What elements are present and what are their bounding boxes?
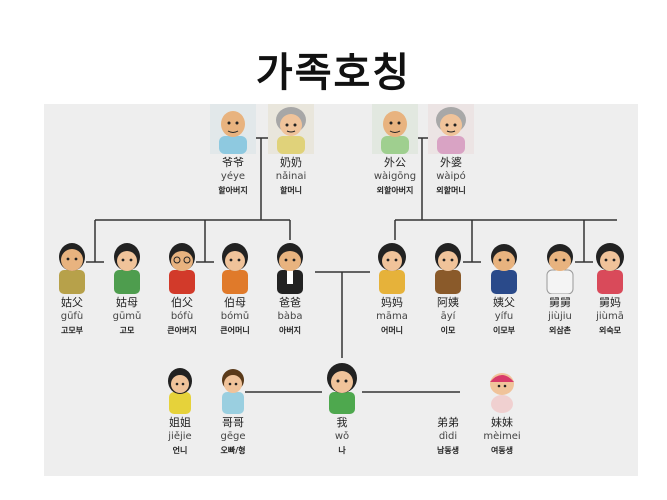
label-korean: 아버지 xyxy=(278,326,302,335)
label-korean: 언니 xyxy=(172,446,188,455)
person-bomu: 伯母 bómǔ 큰어머니 xyxy=(205,240,265,337)
label-hanzi: 哥哥 xyxy=(222,416,244,429)
label-hanzi: 姑父 xyxy=(61,296,83,309)
person-ayi: 阿姨 āyí 이모 xyxy=(418,240,478,337)
self-icon xyxy=(327,363,357,414)
label-korean: 이모 xyxy=(440,326,456,335)
label-pinyin: māma xyxy=(376,311,408,322)
person-jiujiu: 舅舅 jiùjiu 외삼촌 xyxy=(530,240,590,337)
label-hanzi: 外婆 xyxy=(440,156,462,169)
older-brother-icon xyxy=(222,369,244,414)
uncle-icon xyxy=(491,244,517,294)
label-hanzi: 伯父 xyxy=(171,296,193,309)
label-korean: 여동생 xyxy=(490,446,514,455)
uncle-icon xyxy=(59,243,85,294)
label-pinyin: jiějie xyxy=(168,431,192,442)
label-pinyin: gūfù xyxy=(60,311,84,322)
label-pinyin: jiùjiu xyxy=(548,311,572,322)
father-icon xyxy=(277,243,303,294)
person-nainai: 奶奶 nǎinai 할머니 xyxy=(261,104,321,197)
person-yifu: 姨父 yífu 이모부 xyxy=(474,240,534,337)
label-pinyin: āyí xyxy=(440,311,456,322)
label-hanzi: 奶奶 xyxy=(280,156,302,169)
uncle-icon xyxy=(169,243,195,294)
page-title: 가족호칭 xyxy=(255,50,412,96)
aunt-icon xyxy=(596,243,624,294)
grandfather-icon xyxy=(372,104,418,154)
label-korean: 외삼촌 xyxy=(548,326,572,335)
person-jiuma: 舅妈 jiùmā 외숙모 xyxy=(580,240,640,337)
person-yeye: 爷爷 yéye 할아버지 xyxy=(203,104,263,197)
label-korean: 외숙모 xyxy=(598,326,622,335)
older-sister-icon xyxy=(168,368,192,414)
label-korean: 큰어머니 xyxy=(220,326,250,335)
person-jiejie: 姐姐 jiějie 언니 xyxy=(150,366,210,457)
grandmother-icon xyxy=(268,104,314,154)
label-pinyin: nǎinai xyxy=(275,171,307,182)
label-pinyin: wàigōng xyxy=(373,171,417,182)
label-hanzi: 姨父 xyxy=(493,296,515,309)
label-hanzi: 弟弟 xyxy=(437,416,459,429)
person-baba: 爸爸 bàba 아버지 xyxy=(260,240,320,337)
label-hanzi: 我 xyxy=(336,416,348,429)
label-hanzi: 舅妈 xyxy=(599,296,621,309)
label-hanzi: 妹妹 xyxy=(491,416,513,429)
aunt-icon xyxy=(222,243,248,294)
label-hanzi: 外公 xyxy=(384,156,406,169)
label-pinyin: bófù xyxy=(170,311,194,322)
uncle-icon xyxy=(546,244,574,294)
grandfather-icon xyxy=(210,104,256,154)
younger-sister-icon xyxy=(490,373,514,413)
label-korean: 외할머니 xyxy=(436,186,466,195)
label-hanzi: 伯母 xyxy=(224,296,246,309)
label-korean: 할머니 xyxy=(279,186,303,195)
label-hanzi: 舅舅 xyxy=(549,296,571,309)
person-waipo: 外婆 wàipó 외할머니 xyxy=(421,104,481,197)
person-gufu: 姑父 gūfù 고모부 xyxy=(42,240,102,337)
label-hanzi: 姑母 xyxy=(116,296,138,309)
family-tree-panel xyxy=(44,104,638,476)
person-waigong: 外公 wàigōng 외할아버지 xyxy=(365,104,425,197)
person-mama: 妈妈 māma 어머니 xyxy=(362,240,422,337)
label-korean: 어머니 xyxy=(380,326,404,335)
label-pinyin: bómǔ xyxy=(220,311,250,322)
didi-spacer xyxy=(418,366,478,414)
label-korean: 이모부 xyxy=(492,326,516,335)
label-hanzi: 爸爸 xyxy=(279,296,301,309)
label-pinyin: gūmǔ xyxy=(112,311,142,322)
aunt-icon xyxy=(114,243,140,294)
aunt-icon xyxy=(435,243,461,294)
label-hanzi: 妈妈 xyxy=(381,296,403,309)
label-hanzi: 爷爷 xyxy=(222,156,244,169)
label-pinyin: bàba xyxy=(277,311,303,322)
label-pinyin: wǒ xyxy=(334,431,350,442)
label-korean: 할아버지 xyxy=(218,186,248,195)
grandmother-icon xyxy=(428,104,474,154)
person-gumu: 姑母 gūmǔ 고모 xyxy=(97,240,157,337)
label-pinyin: jiùmā xyxy=(596,311,624,322)
label-korean: 외할아버지 xyxy=(376,186,414,195)
label-hanzi: 姐姐 xyxy=(169,416,191,429)
person-gege: 哥哥 gēge 오빠/형 xyxy=(203,366,263,457)
person-meimei: 妹妹 mèimei 여동생 xyxy=(472,366,532,457)
label-pinyin: yéye xyxy=(220,171,246,182)
label-korean: 남동생 xyxy=(436,446,460,455)
label-pinyin: dìdi xyxy=(438,431,458,442)
label-pinyin: mèimei xyxy=(483,431,521,442)
label-hanzi: 阿姨 xyxy=(437,296,459,309)
label-korean: 오빠/형 xyxy=(220,446,246,455)
label-pinyin: gēge xyxy=(220,431,246,442)
label-korean: 큰아버지 xyxy=(167,326,197,335)
person-didi: 弟弟 dìdi 남동생 xyxy=(418,366,478,457)
label-pinyin: wàipó xyxy=(436,171,466,182)
label-korean: 나 xyxy=(338,446,346,455)
label-korean: 고모부 xyxy=(60,326,84,335)
person-bofu: 伯父 bófù 큰아버지 xyxy=(152,240,212,337)
label-korean: 고모 xyxy=(119,326,135,335)
person-wo: 我 wǒ 나 xyxy=(312,360,372,457)
mother-icon xyxy=(378,243,406,294)
label-pinyin: yífu xyxy=(494,311,514,322)
